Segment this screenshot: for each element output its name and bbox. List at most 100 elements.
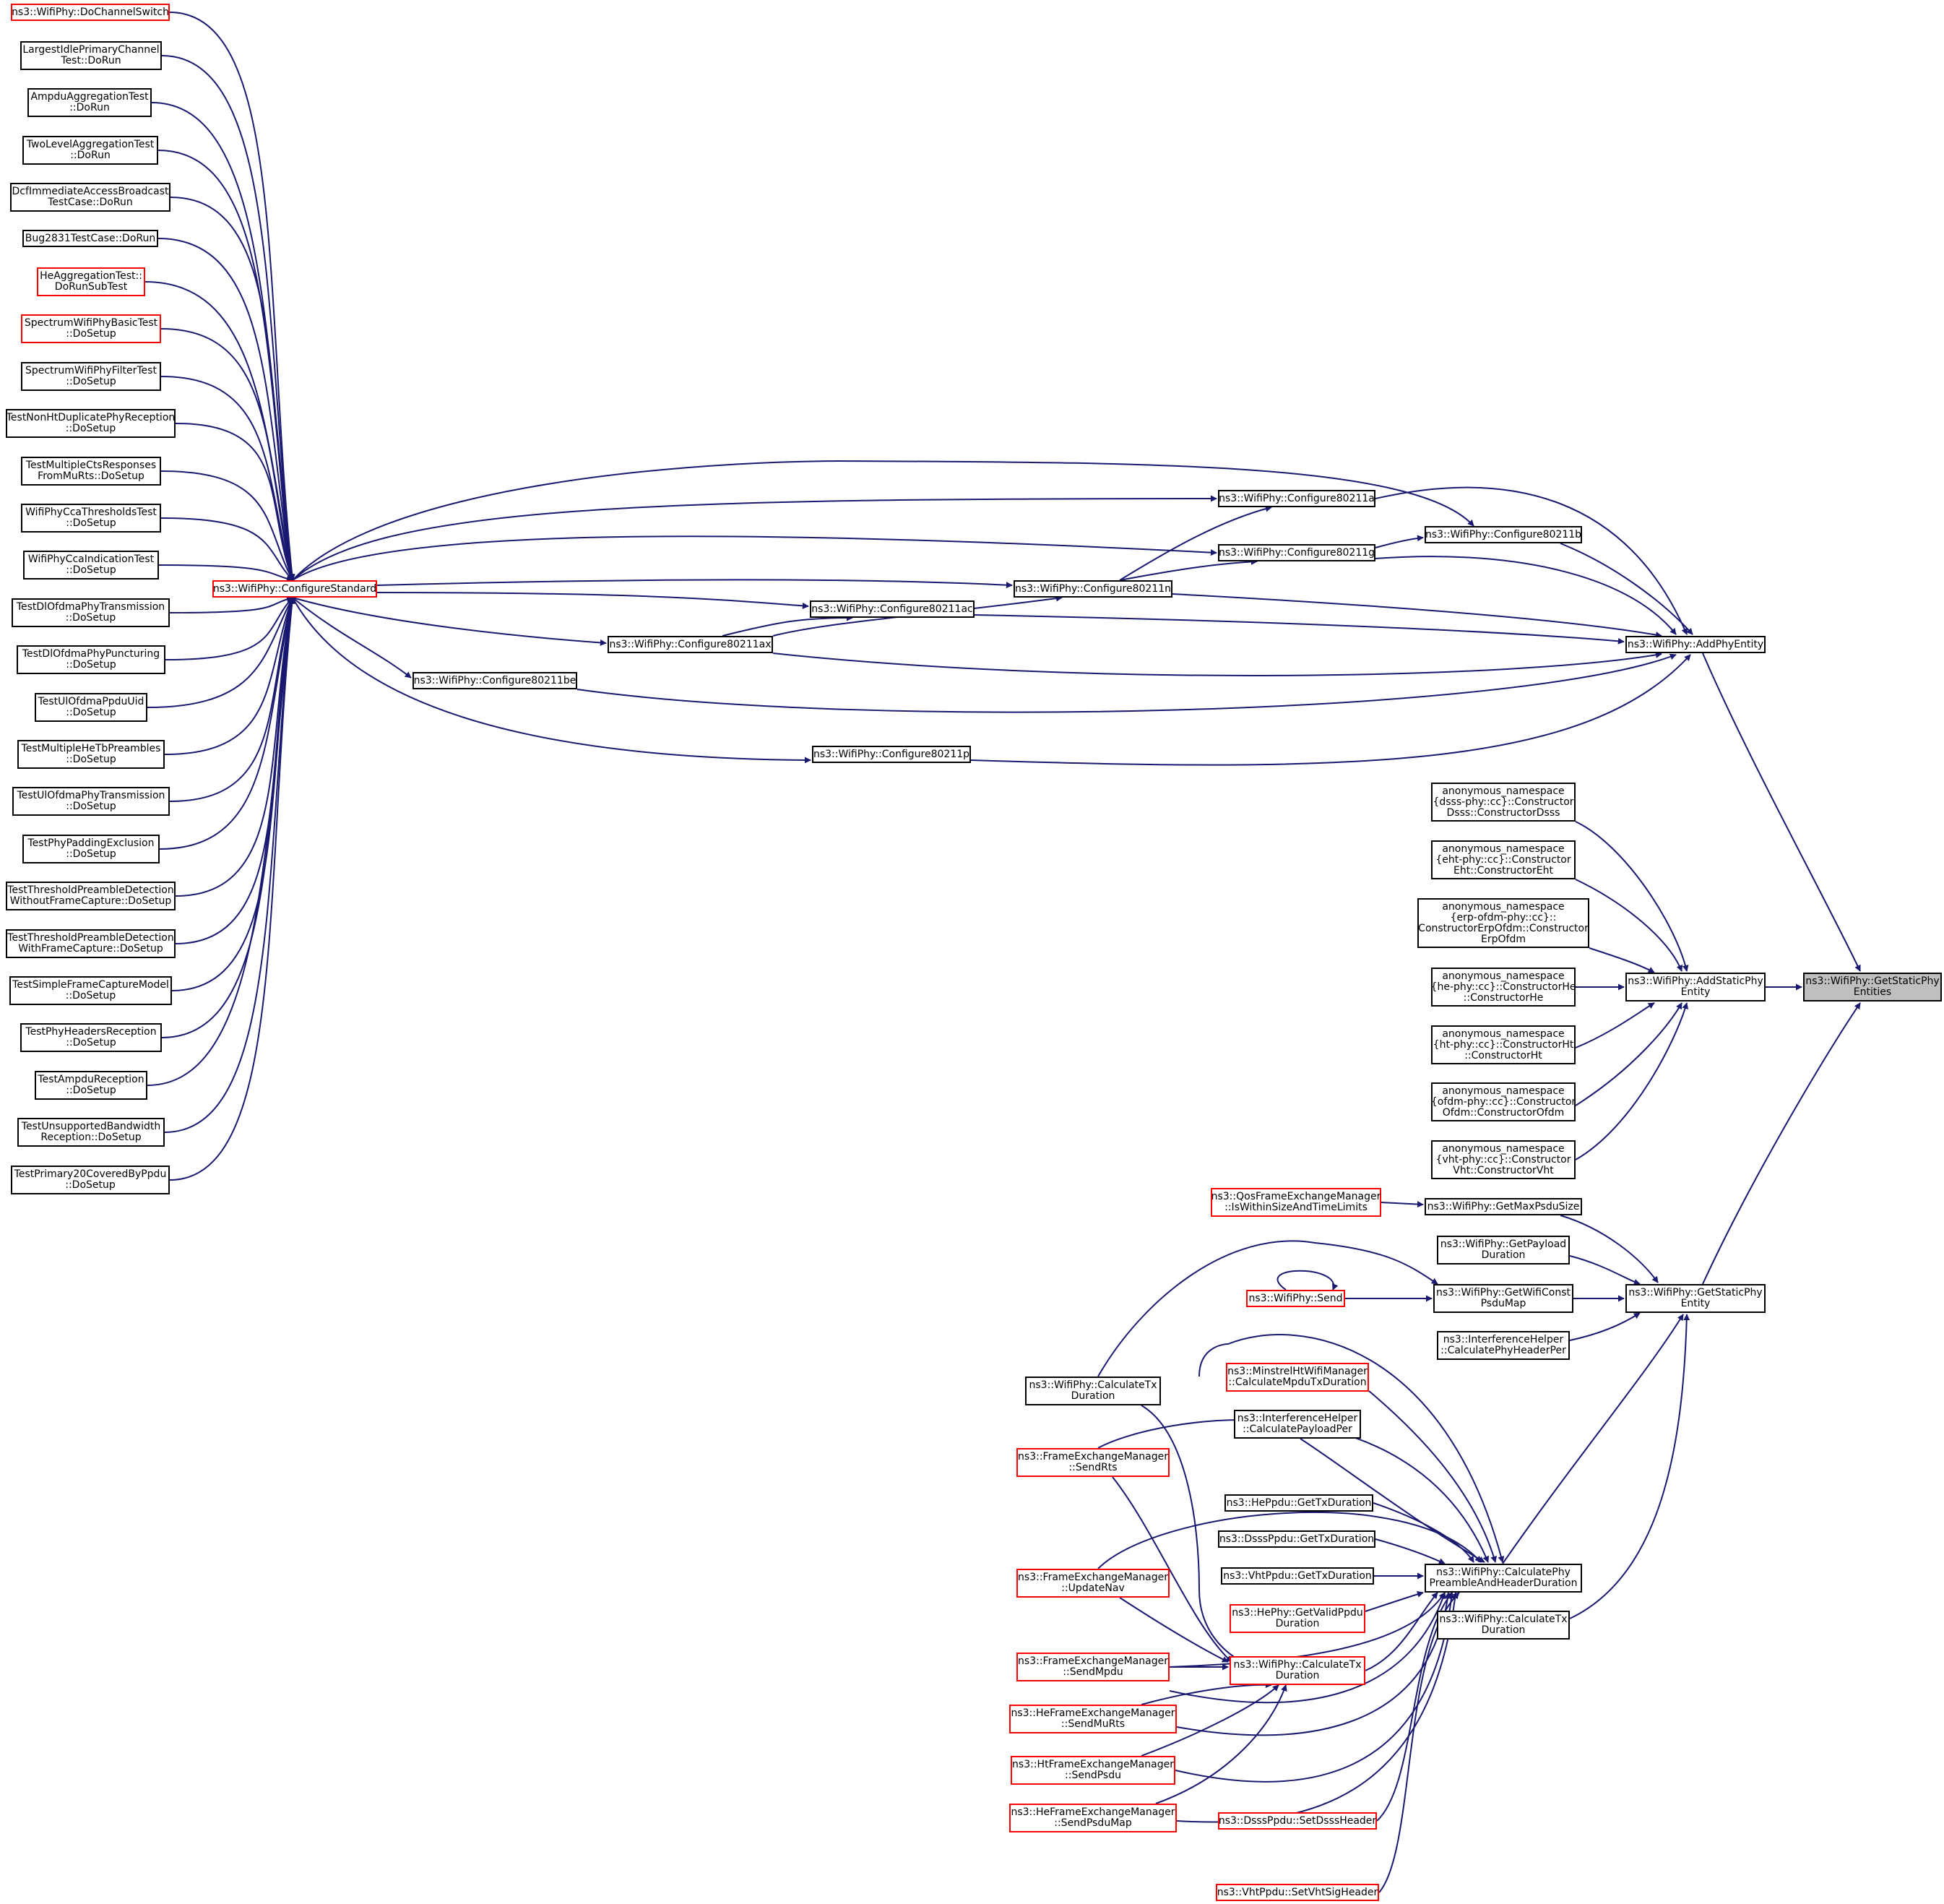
node-dsss-ppdu-set-dsss-header[interactable]: ns3::DsssPpdu::SetDsssHeader <box>1218 1812 1377 1830</box>
node-spectrum-wifi-phy-filter-test[interactable]: SpectrumWifiPhyFilterTest::DoSetup <box>21 362 161 391</box>
node-he-fem-send-psdu-map[interactable]: ns3::HeFrameExchangeManager::SendPsduMap <box>1009 1804 1177 1832</box>
node-he-aggregation-test[interactable]: HeAggregationTest::DoRunSubTest <box>37 267 145 296</box>
node-test-ul-ofdma-ppdu-uid[interactable]: TestUlOfdmaPpduUid::DoSetup <box>35 693 147 722</box>
node-label-line: anonymous_namespace <box>1442 843 1565 855</box>
node-test-dl-ofdma-phy-transmission[interactable]: TestDlOfdmaPhyTransmission::DoSetup <box>12 598 170 627</box>
node-label-line: ::DoSetup <box>65 612 116 624</box>
call-edge <box>292 597 811 764</box>
node-test-multiple-he-tb-preambles[interactable]: TestMultipleHeTbPreambles::DoSetup <box>17 740 165 769</box>
call-edge <box>292 597 607 646</box>
node-interference-helper-payload-per[interactable]: ns3::InterferenceHelper::CalculatePayloa… <box>1234 1410 1361 1439</box>
node-bug2831-test-case[interactable]: Bug2831TestCase::DoRun <box>22 230 158 247</box>
node-ctor-vht[interactable]: anonymous_namespace{vht-phy::cc}::Constr… <box>1431 1140 1576 1179</box>
call-edge <box>974 614 1625 645</box>
node-vht-ppdu-get-tx-duration[interactable]: ns3::VhtPpdu::GetTxDuration <box>1221 1567 1374 1585</box>
node-ctor-he[interactable]: anonymous_namespace{he-phy::cc}::Constru… <box>1431 968 1576 1007</box>
node-he-fem-send-mu-rts[interactable]: ns3::HeFrameExchangeManager::SendMuRts <box>1009 1705 1177 1733</box>
node-label-line: ::DoSetup <box>66 801 116 812</box>
node-ctor-ht[interactable]: anonymous_namespace{ht-phy::cc}::Constru… <box>1431 1025 1576 1064</box>
node-test-simple-frame-capture-model[interactable]: TestSimpleFrameCaptureModel::DoSetup <box>9 976 172 1005</box>
node-vht-ppdu-set-vht-sig-header[interactable]: ns3::VhtPpdu::SetVhtSigHeader <box>1216 1884 1379 1901</box>
node-label-line: ns3::WifiPhy::GetMaxPsduSize <box>1427 1200 1580 1212</box>
node-label-line: ::SendMpdu <box>1063 1666 1123 1678</box>
node-ctor-eht[interactable]: anonymous_namespace{eht-phy::cc}::Constr… <box>1431 840 1576 879</box>
node-configure-80211b[interactable]: ns3::WifiPhy::Configure80211b <box>1425 526 1582 543</box>
node-test-primary20-covered-by-ppdu[interactable]: TestPrimary20CoveredByPpdu::DoSetup <box>11 1166 170 1194</box>
node-label-line: WifiPhyCcaIndicationTest <box>27 553 155 565</box>
call-edge <box>1375 556 1677 635</box>
node-label-line: Bug2831TestCase::DoRun <box>25 232 156 244</box>
node-label-line: Eht::ConstructorEht <box>1453 864 1553 876</box>
node-label-line: ::DoSetup <box>66 707 116 718</box>
node-label-line: TestUlOfdmaPpduUid <box>38 696 144 707</box>
node-label-line: ::DoSetup <box>66 517 116 529</box>
node-configure-80211p[interactable]: ns3::WifiPhy::Configure80211p <box>812 746 971 763</box>
node-test-dl-ofdma-phy-puncturing[interactable]: TestDlOfdmaPhyPuncturing::DoSetup <box>17 645 165 674</box>
call-edge <box>1169 1592 1446 1704</box>
node-label-line: anonymous_namespace <box>1442 785 1565 797</box>
node-qos-fem-is-within-size[interactable]: ns3::QosFrameExchangeManager::IsWithinSi… <box>1211 1188 1381 1217</box>
call-edge <box>157 238 295 581</box>
call-edge <box>151 102 295 581</box>
call-edge <box>1175 1592 1455 1783</box>
node-test-ul-ofdma-phy-transmission[interactable]: TestUlOfdmaPhyTransmission::DoSetup <box>12 787 170 816</box>
call-edge <box>1589 947 1655 973</box>
node-two-level-aggregation-test[interactable]: TwoLevelAggregationTest::DoRun <box>22 136 158 165</box>
node-ampdu-aggregation-test[interactable]: AmpduAggregationTest::DoRun <box>27 88 152 117</box>
node-configure-80211n[interactable]: ns3::WifiPhy::Configure80211n <box>1014 580 1172 598</box>
node-test-ampdu-reception[interactable]: TestAmpduReception::DoSetup <box>35 1071 147 1100</box>
node-fem-update-nav[interactable]: ns3::FrameExchangeManager::UpdateNav <box>1016 1569 1170 1598</box>
node-ctor-ofdm[interactable]: anonymous_namespace{ofdm-phy::cc}::Const… <box>1431 1082 1576 1121</box>
node-configure-standard[interactable]: ns3::WifiPhy::ConfigureStandard <box>212 580 377 598</box>
node-label-line: {vht-phy::cc}::Constructor <box>1435 1153 1571 1166</box>
node-ctor-erp-ofdm[interactable]: anonymous_namespace{erp-ofdm-phy::cc}::C… <box>1417 898 1589 948</box>
node-configure-80211g[interactable]: ns3::WifiPhy::Configure80211g <box>1218 544 1375 561</box>
node-label-line: ns3::HePhy::GetValidPpdu <box>1232 1607 1363 1619</box>
node-configure-80211ax[interactable]: ns3::WifiPhy::Configure80211ax <box>608 636 773 653</box>
node-fem-send-rts[interactable]: ns3::FrameExchangeManager::SendRts <box>1016 1448 1170 1477</box>
node-he-ppdu-get-tx-duration[interactable]: ns3::HePpdu::GetTxDuration <box>1224 1494 1373 1512</box>
node-configure-80211ac[interactable]: ns3::WifiPhy::Configure80211ac <box>810 600 975 618</box>
node-do-channel-switch[interactable]: ns3::WifiPhy::DoChannelSwitch <box>11 4 170 21</box>
node-label-line: ns3::HePpdu::GetTxDuration <box>1226 1496 1372 1509</box>
node-add-phy-entity[interactable]: ns3::WifiPhy::AddPhyEntity <box>1625 636 1766 653</box>
node-test-phy-headers-reception[interactable]: TestPhyHeadersReception::DoSetup <box>20 1023 162 1052</box>
node-wifi-phy-send[interactable]: ns3::WifiPhy::Send <box>1246 1290 1345 1307</box>
node-configure-80211be[interactable]: ns3::WifiPhy::Configure80211be <box>412 672 577 689</box>
node-spectrum-wifi-phy-basic-test[interactable]: SpectrumWifiPhyBasicTest::DoSetup <box>21 314 161 343</box>
node-label-line: TestPhyHeadersReception <box>25 1026 157 1038</box>
call-edge <box>1112 1476 1232 1663</box>
node-get-max-psdu-size[interactable]: ns3::WifiPhy::GetMaxPsduSize <box>1425 1198 1582 1215</box>
node-label-line: PsduMap <box>1480 1298 1526 1309</box>
node-label-line: ErpOfdm <box>1481 933 1526 945</box>
node-ht-fem-send-psdu[interactable]: ns3::HtFrameExchangeManager::SendPsdu <box>1011 1756 1175 1785</box>
node-wifi-phy-cca-indication-test[interactable]: WifiPhyCcaIndicationTest::DoSetup <box>23 551 159 580</box>
node-dsss-ppdu-get-tx-duration[interactable]: ns3::DsssPpdu::GetTxDuration <box>1218 1530 1375 1548</box>
node-test-phy-padding-exclusion[interactable]: TestPhyPaddingExclusion::DoSetup <box>22 835 160 863</box>
node-wifi-phy-cca-thresholds-test[interactable]: WifiPhyCcaThresholdsTest::DoSetup <box>21 504 161 533</box>
node-minstrel-ht-mpdu-tx-duration[interactable]: ns3::MinstrelHtWifiManager::CalculateMpd… <box>1226 1363 1369 1392</box>
node-label-line: ns3::MinstrelHtWifiManager <box>1227 1366 1368 1377</box>
node-fem-send-mpdu[interactable]: ns3::FrameExchangeManager::SendMpdu <box>1016 1653 1170 1681</box>
node-ctor-dsss[interactable]: anonymous_namespace{dsss-phy::cc}::Const… <box>1431 783 1576 822</box>
node-configure-80211a[interactable]: ns3::WifiPhy::Configure80211a <box>1218 490 1375 507</box>
call-edge <box>1155 1684 1287 1804</box>
node-test-non-ht-duplicate-phy-reception[interactable]: TestNonHtDuplicatePhyReception::DoSetup <box>6 409 176 438</box>
node-interference-helper-header-per[interactable]: ns3::InterferenceHelper::CalculatePhyHea… <box>1437 1331 1570 1360</box>
